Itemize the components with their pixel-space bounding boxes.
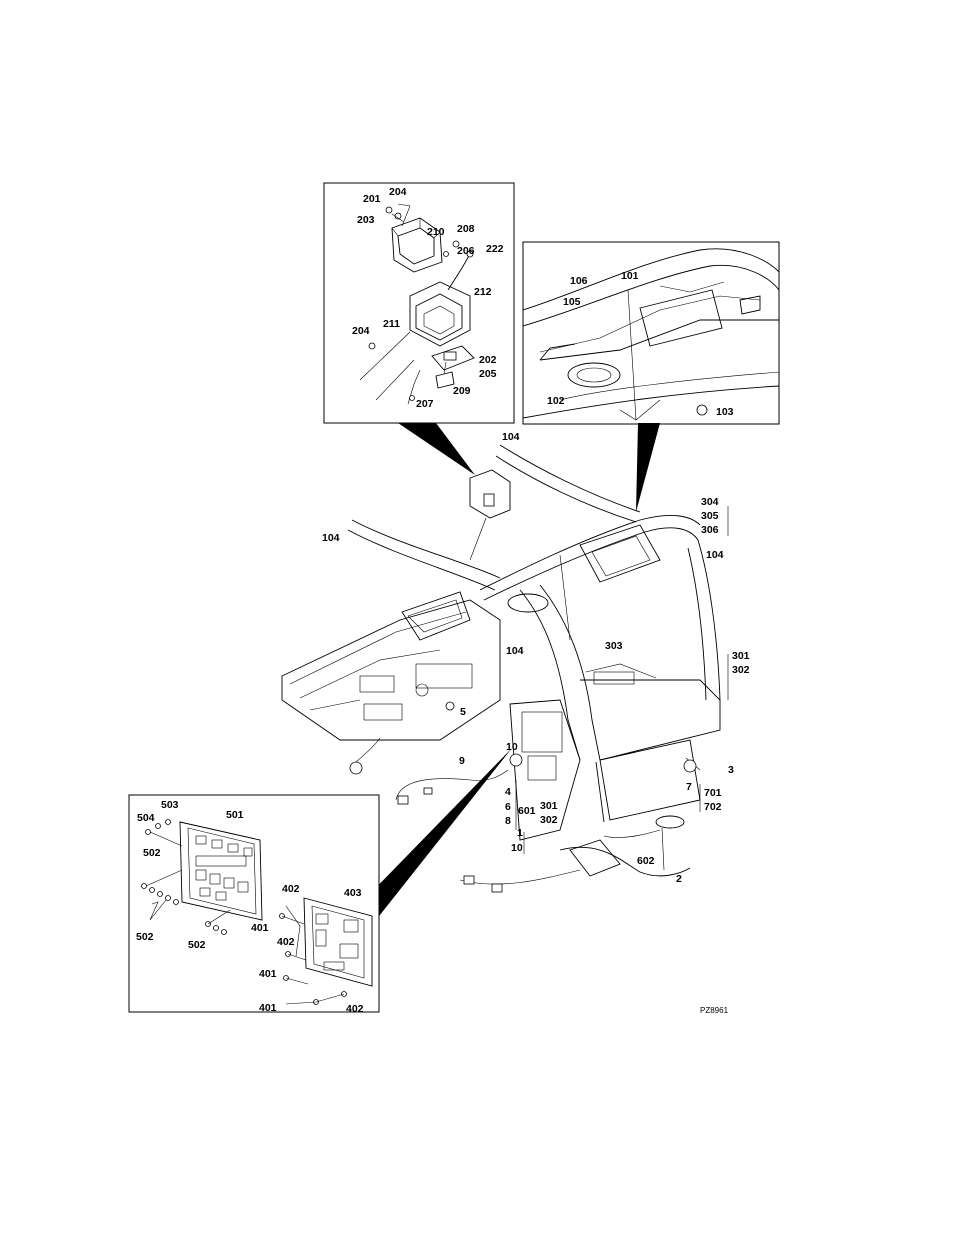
callout-6: 6 xyxy=(505,801,511,813)
callout-105: 105 xyxy=(563,296,581,308)
figure-id: PZ8961 xyxy=(700,1006,729,1015)
callout-502: 502 xyxy=(188,939,206,951)
callout-204: 204 xyxy=(389,186,407,198)
callout-401: 401 xyxy=(251,922,269,934)
callout-601: 601 xyxy=(518,805,536,817)
callout-203: 203 xyxy=(357,214,375,226)
callout-7: 7 xyxy=(686,781,692,793)
callout-204: 204 xyxy=(352,325,370,337)
callout-701: 701 xyxy=(704,787,722,799)
callout-503: 503 xyxy=(161,799,179,811)
pointer-wedge-switch xyxy=(398,423,475,475)
callout-206: 206 xyxy=(457,245,475,257)
callout-402: 402 xyxy=(282,883,300,895)
callout-402: 402 xyxy=(346,1003,364,1015)
main-callouts: 104 104 104 104 304 305 306 303 301 302 … xyxy=(322,431,750,885)
callout-10: 10 xyxy=(511,842,523,854)
callout-502: 502 xyxy=(143,847,161,859)
callout-10: 10 xyxy=(506,741,518,753)
callout-305: 305 xyxy=(701,510,719,522)
detail-box-switch-housing: 201 204 203 210 208 206 222 212 211 204 … xyxy=(324,183,514,423)
callout-302: 302 xyxy=(732,664,750,676)
callout-205: 205 xyxy=(479,368,497,380)
callout-602: 602 xyxy=(637,855,655,867)
callout-106: 106 xyxy=(570,275,588,287)
callout-2: 2 xyxy=(676,873,682,885)
callout-403: 403 xyxy=(344,887,362,899)
detail-box-relay-board: 503 501 504 502 502 502 402 403 401 402 … xyxy=(129,795,379,1015)
callout-401: 401 xyxy=(259,968,277,980)
callout-207: 207 xyxy=(416,398,434,410)
callout-301: 301 xyxy=(732,650,750,662)
callout-302: 302 xyxy=(540,814,558,826)
callout-5: 5 xyxy=(460,706,466,718)
callout-104: 104 xyxy=(322,532,340,544)
callout-202: 202 xyxy=(479,354,497,366)
callout-103: 103 xyxy=(716,406,734,418)
pointer-wedge-relay xyxy=(360,748,512,920)
callout-104: 104 xyxy=(706,549,724,561)
callout-1: 1 xyxy=(517,827,523,839)
callout-104: 104 xyxy=(502,431,520,443)
callout-3: 3 xyxy=(728,764,734,776)
callout-211: 211 xyxy=(383,318,400,330)
callout-208: 208 xyxy=(457,223,475,235)
callout-304: 304 xyxy=(701,496,719,508)
callout-201: 201 xyxy=(363,193,381,205)
callout-502: 502 xyxy=(136,931,154,943)
callout-210: 210 xyxy=(427,226,445,238)
pointer-wedge-roof xyxy=(636,423,660,512)
callout-9: 9 xyxy=(459,755,465,767)
callout-306: 306 xyxy=(701,524,719,536)
callout-104: 104 xyxy=(506,645,524,657)
detail-box-roof-panel: 106 101 105 102 103 xyxy=(523,242,779,424)
callout-212: 212 xyxy=(474,286,492,298)
callout-702: 702 xyxy=(704,801,722,813)
callout-501: 501 xyxy=(226,809,244,821)
callout-504: 504 xyxy=(137,812,155,824)
callout-222: 222 xyxy=(486,243,504,255)
callout-209: 209 xyxy=(453,385,471,397)
callout-402: 402 xyxy=(277,936,295,948)
callout-301: 301 xyxy=(540,800,558,812)
callout-101: 101 xyxy=(621,270,639,282)
callout-4: 4 xyxy=(505,786,511,798)
callout-303: 303 xyxy=(605,640,623,652)
callout-8: 8 xyxy=(505,815,511,827)
callout-102: 102 xyxy=(547,395,565,407)
callout-401: 401 xyxy=(259,1002,277,1014)
